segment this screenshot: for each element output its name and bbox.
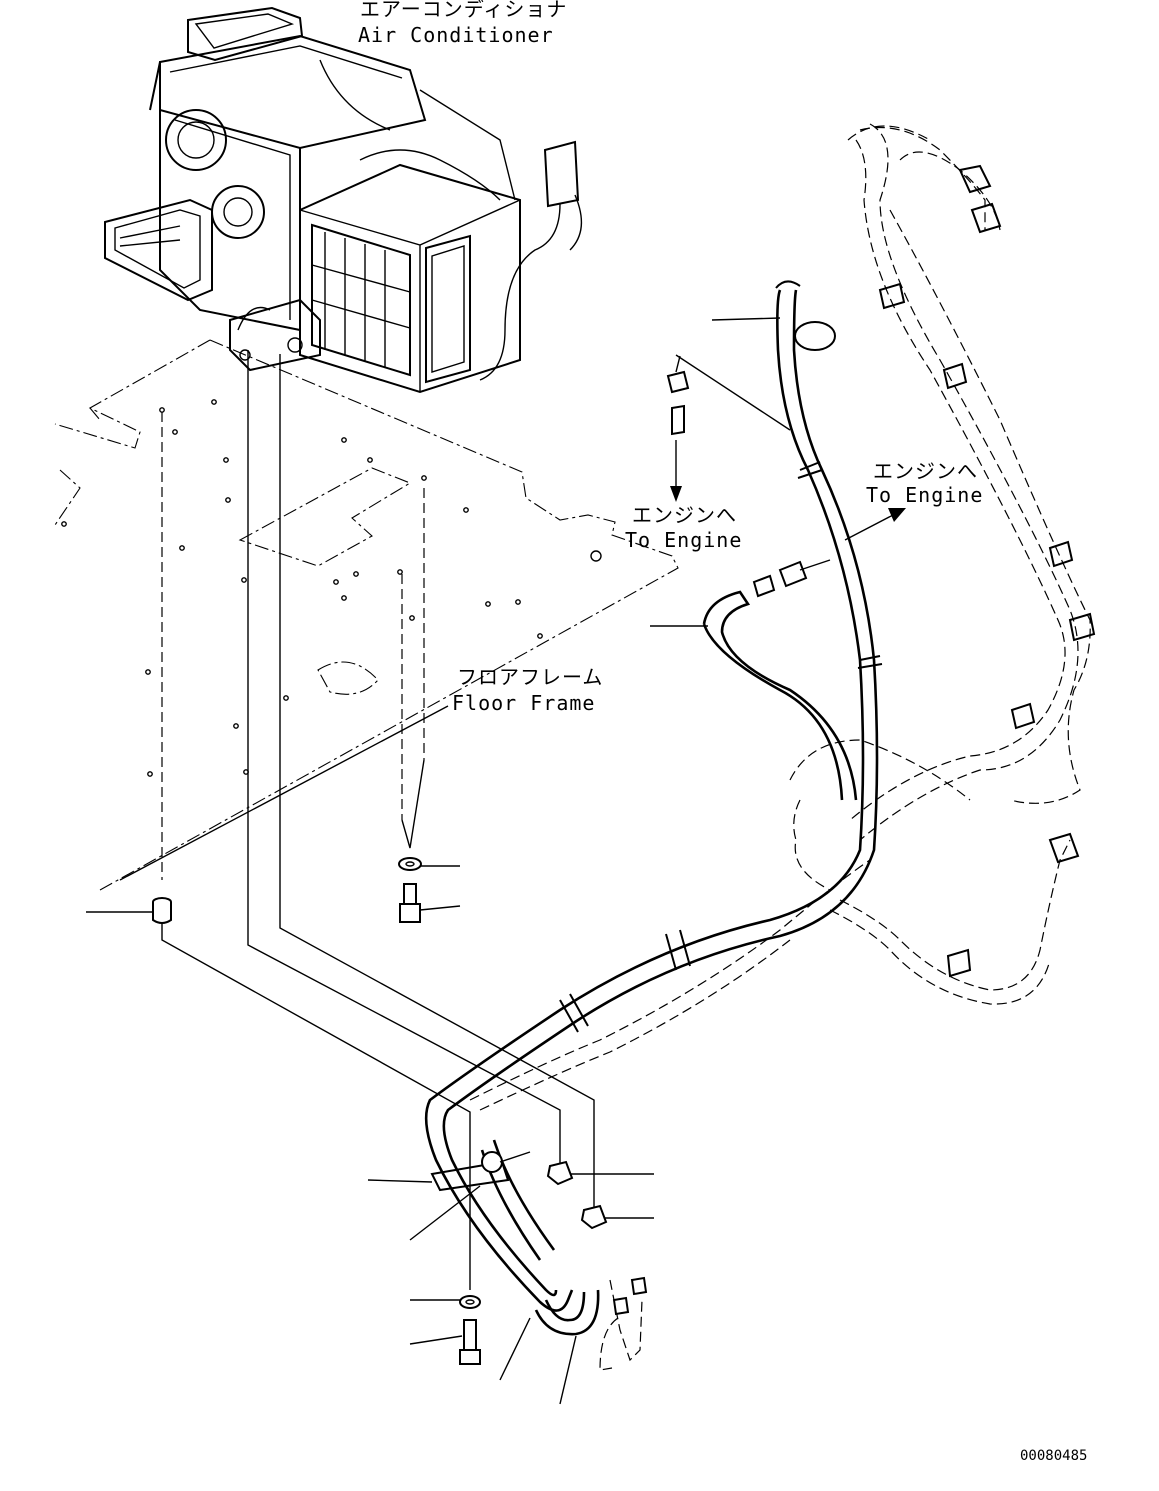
washer-icon [398,857,422,871]
clamp-icon [430,321,883,1192]
right-hose-bundle [789,123,1096,1005]
floor-frame-icon [54,339,679,891]
air-conditioner-label-jp: エアーコンディショナ [360,0,567,21]
air-conditioner-unit-icon [104,6,583,394]
assembly-lines [161,350,595,1290]
hose-icon [424,280,879,1371]
fitting-bottom-icon [612,1276,648,1316]
to-engine-1-label-en: To Engine [625,528,742,552]
arrow-icon [670,440,906,541]
floor-frame-leader [119,705,449,881]
callout-leaders [86,317,781,1405]
to-engine-2-label-jp: エンジンへ [873,459,978,483]
fitting-icon [666,354,791,436]
nut-icon [546,1160,608,1230]
floor-frame-label-jp: フロアフレーム [457,665,603,689]
to-engine-2-label-en: To Engine [866,483,983,507]
washer-bottom-icon [459,1295,481,1309]
floor-frame-label-en: Floor Frame [452,691,595,715]
drawing-number: 00080485 [1020,1448,1087,1464]
bolt-icon [399,883,421,923]
bolt-bottom-icon [459,1319,481,1365]
collar-icon [152,897,172,924]
connector-icon [752,559,831,598]
air-conditioner-label-en: Air Conditioner [358,23,554,47]
to-engine-1-label-jp: エンジンへ [632,503,737,527]
